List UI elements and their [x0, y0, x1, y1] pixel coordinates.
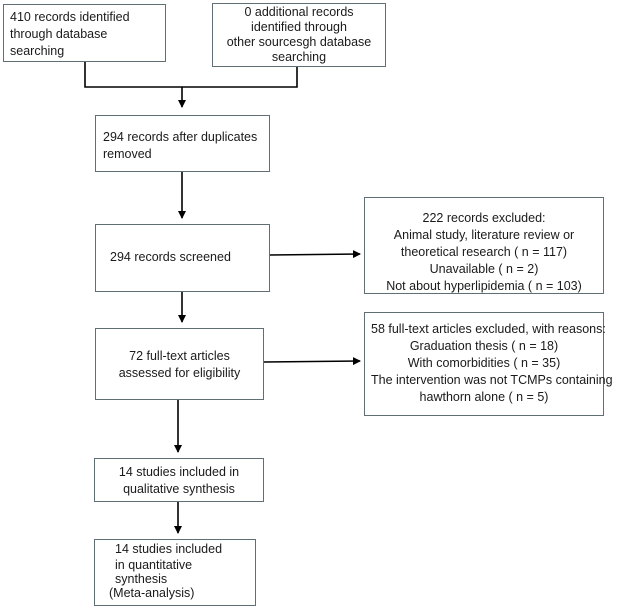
- box-line: through database: [10, 27, 108, 41]
- records-after-duplicates-box: 294 records after duplicates removed: [95, 115, 270, 172]
- qualitative-synthesis-box: 14 studies included in qualitative synth…: [94, 458, 264, 502]
- box-line: The intervention was not TCMPs containin…: [371, 373, 613, 387]
- arrow-to-fulltext-excluded: [263, 357, 361, 366]
- box-line: identified through: [251, 20, 347, 34]
- box-line: 14 studies included: [115, 542, 223, 556]
- fulltext-assessed-box: 72 full-text articles assessed for eligi…: [95, 328, 264, 400]
- box-line: assessed for eligibility: [118, 366, 241, 380]
- records-identified-other-box: 0 additional records identified through …: [212, 3, 386, 67]
- records-screened-box: 294 records screened: [95, 224, 270, 292]
- records-excluded-box: 222 records excluded: Animal study, lite…: [364, 197, 604, 294]
- box-line: qualitative synthesis: [123, 482, 235, 496]
- merge-line-right: [182, 67, 298, 88]
- box-line: removed: [103, 147, 152, 161]
- box-line: in quantitative: [115, 558, 193, 572]
- records-identified-database-box: 410 records identified through database …: [3, 4, 166, 62]
- box-line: theoretical research ( n = 117): [400, 245, 568, 259]
- quantitative-synthesis-box: 14 studies included in quantitative synt…: [94, 539, 256, 606]
- box-line: 294 records screened: [110, 250, 231, 264]
- box-line: Not about hyperlipidemia ( n = 103): [386, 279, 582, 293]
- merge-line-left: [84, 62, 182, 88]
- box-line: searching: [10, 44, 65, 58]
- box-line: synthesis: [115, 572, 168, 586]
- box-line: Graduation thesis ( n = 18): [409, 339, 559, 353]
- box-line: With comorbidities ( n = 35): [407, 356, 561, 370]
- fulltext-excluded-box: 58 full-text articles excluded, with rea…: [364, 312, 613, 416]
- box-line: Animal study, literature review or: [393, 228, 575, 242]
- box-line: hawthorn alone ( n = 5): [419, 390, 549, 404]
- box-line: 410 records identified: [10, 10, 130, 24]
- box-line: 0 additional records: [244, 5, 354, 19]
- box-line: 222 records excluded:: [422, 211, 546, 225]
- box-line: 14 studies included in: [118, 465, 240, 479]
- box-line: Unavailable ( n = 2): [429, 262, 539, 276]
- box-line: 58 full-text articles excluded, with rea…: [371, 322, 606, 336]
- arrow-to-excluded-records: [269, 250, 361, 259]
- box-line: 294 records after duplicates: [103, 130, 258, 144]
- box-line: 72 full-text articles: [129, 349, 230, 363]
- box-line: other sourcesgh database: [226, 35, 372, 49]
- box-line: searching: [271, 50, 327, 64]
- box-line: (Meta-analysis): [109, 586, 195, 600]
